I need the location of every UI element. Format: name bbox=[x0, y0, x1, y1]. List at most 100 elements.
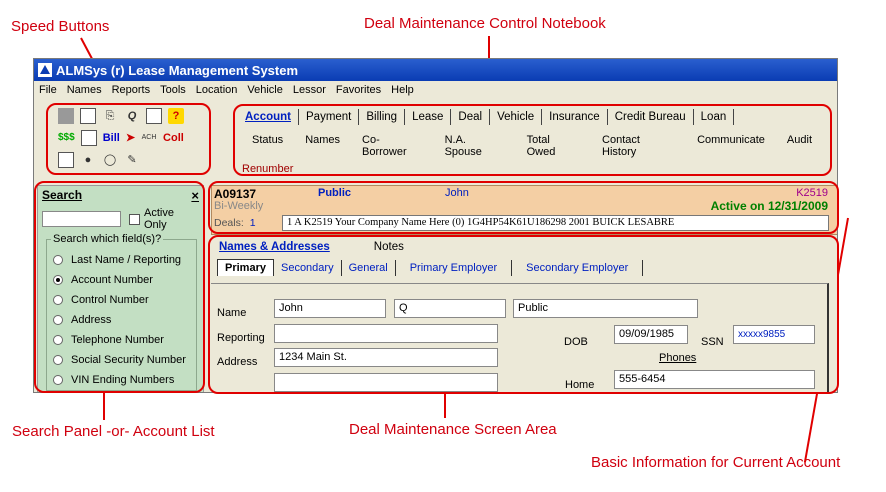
speed-buttons-panel: ⎘ Q ? $$$ Bill ➤ ACH Coll ● ◯ ✎ bbox=[48, 105, 212, 177]
watch-icon[interactable]: ◯ bbox=[103, 154, 117, 166]
subitem-contact-history[interactable]: Contact History bbox=[602, 134, 640, 158]
radio-control-number[interactable]: Control Number bbox=[47, 290, 196, 310]
save-icon[interactable] bbox=[58, 108, 74, 124]
radio-label: VIN Ending Numbers bbox=[71, 374, 175, 386]
deal-list[interactable]: 1 A K2519 Your Company Name Here (0) 1G4… bbox=[282, 215, 829, 231]
reporting-field[interactable] bbox=[274, 324, 498, 343]
radio-label: Last Name / Reporting bbox=[71, 254, 182, 266]
search-panel: Search × Active Only Search which field(… bbox=[37, 185, 204, 392]
tab-vehicle[interactable]: Vehicle bbox=[490, 109, 543, 125]
tab-loan[interactable]: Loan bbox=[694, 109, 735, 125]
menu-vehicle[interactable]: Vehicle bbox=[247, 84, 283, 96]
subitem-co-borrower[interactable]: Co-Borrower bbox=[362, 134, 407, 158]
documents-icon[interactable] bbox=[80, 130, 97, 146]
deals-row: Deals: 1 bbox=[214, 217, 256, 229]
last-name-field[interactable]: Public bbox=[513, 299, 698, 318]
radio-address[interactable]: Address bbox=[47, 310, 196, 330]
tab-deal[interactable]: Deal bbox=[451, 109, 491, 125]
notes-icon[interactable]: ✎ bbox=[127, 154, 137, 166]
renumber-link[interactable]: Renumber bbox=[242, 163, 294, 175]
menu-favorites[interactable]: Favorites bbox=[335, 84, 382, 96]
subtab-general[interactable]: General bbox=[342, 260, 396, 276]
tab-insurance[interactable]: Insurance bbox=[542, 109, 608, 125]
radio-button[interactable] bbox=[53, 275, 63, 285]
tab-billing[interactable]: Billing bbox=[359, 109, 406, 125]
close-icon[interactable]: × bbox=[191, 188, 199, 203]
dob-field[interactable]: 09/09/1985 bbox=[614, 325, 688, 344]
tab-lease[interactable]: Lease bbox=[405, 109, 452, 125]
home-phone-field[interactable]: 555-6454 bbox=[614, 370, 815, 389]
ach-icon[interactable]: ACH bbox=[141, 134, 157, 141]
subitem-names[interactable]: Names bbox=[305, 134, 341, 146]
menu-names[interactable]: Names bbox=[66, 84, 102, 96]
subitem-na-spouse[interactable]: N.A. Spouse bbox=[444, 134, 482, 158]
subitem-status[interactable]: Status bbox=[252, 134, 284, 146]
dob-label: DOB bbox=[564, 336, 588, 348]
subitem-total-owed[interactable]: Total Owed bbox=[526, 134, 556, 158]
home-phone-label: Home bbox=[565, 379, 595, 391]
ssn-label: SSN bbox=[701, 336, 724, 348]
new-doc-icon[interactable] bbox=[80, 108, 96, 124]
radio-button[interactable] bbox=[53, 295, 63, 305]
subitem-communicate[interactable]: Communicate bbox=[697, 134, 765, 146]
tab-credit-bureau[interactable]: Credit Bureau bbox=[608, 109, 694, 125]
search-fields-group: Search which field(s)? Last Name / Repor… bbox=[46, 233, 197, 391]
search-input[interactable] bbox=[42, 211, 122, 227]
active-only-label: Active Only bbox=[144, 207, 174, 231]
ssn-field[interactable]: xxxxx9855 bbox=[733, 325, 815, 344]
schedule-icon[interactable] bbox=[58, 152, 74, 168]
radio-label: Account Number bbox=[71, 274, 153, 286]
radio-label: Telephone Number bbox=[71, 334, 164, 346]
subtab-primary[interactable]: Primary bbox=[217, 259, 274, 276]
names-addresses-link[interactable]: Names & Addresses bbox=[219, 241, 330, 253]
subtab-secondary-employer[interactable]: Secondary Employer bbox=[512, 260, 644, 276]
radio-button[interactable] bbox=[53, 355, 63, 365]
subtab-primary-employer[interactable]: Primary Employer bbox=[396, 260, 513, 276]
menu-file[interactable]: File bbox=[39, 84, 57, 96]
address-line1-field[interactable]: 1234 Main St. bbox=[274, 348, 498, 367]
people-icon[interactable]: ● bbox=[84, 154, 92, 166]
deals-count: 1 bbox=[249, 217, 256, 229]
account-number: A09137 bbox=[214, 187, 257, 201]
radio-button[interactable] bbox=[53, 375, 63, 385]
radio-button[interactable] bbox=[53, 335, 63, 345]
radio-telephone[interactable]: Telephone Number bbox=[47, 330, 196, 350]
payment-frequency: Bi-Weekly bbox=[214, 200, 264, 212]
primary-form: Name John Q Public Reporting Address 123… bbox=[211, 283, 829, 392]
radio-button[interactable] bbox=[53, 255, 63, 265]
menu-reports[interactable]: Reports bbox=[111, 84, 151, 96]
money-button[interactable]: $$$ bbox=[58, 132, 75, 143]
card-icon[interactable] bbox=[146, 108, 162, 124]
radio-ssn[interactable]: Social Security Number bbox=[47, 350, 196, 370]
radio-account-number[interactable]: Account Number bbox=[47, 270, 196, 290]
print-icon[interactable]: ⎘ bbox=[105, 110, 115, 122]
help-icon[interactable]: ? bbox=[168, 108, 184, 124]
notes-link[interactable]: Notes bbox=[373, 241, 404, 253]
coll-button[interactable]: Coll bbox=[163, 132, 184, 144]
address-label: Address bbox=[217, 356, 258, 368]
query-icon[interactable]: Q bbox=[127, 110, 137, 122]
arrow-doc-icon[interactable]: ➤ bbox=[125, 132, 136, 144]
address-line2-field[interactable] bbox=[274, 373, 498, 392]
tab-account[interactable]: Account bbox=[238, 109, 299, 125]
bill-button[interactable]: Bill bbox=[102, 132, 120, 144]
menu-help[interactable]: Help bbox=[391, 84, 414, 96]
control-notebook: Account Payment Billing Lease Deal Vehic… bbox=[234, 105, 834, 177]
tab-payment[interactable]: Payment bbox=[299, 109, 360, 125]
first-name-field[interactable]: John bbox=[274, 299, 386, 318]
title-bar: ALMSys (r) Lease Management System bbox=[34, 59, 837, 81]
radio-vin[interactable]: VIN Ending Numbers bbox=[47, 370, 196, 390]
menu-location[interactable]: Location bbox=[195, 84, 238, 96]
subtab-secondary[interactable]: Secondary bbox=[274, 260, 342, 276]
speed-buttons-frame bbox=[46, 103, 211, 175]
active-only-checkbox[interactable] bbox=[129, 213, 140, 225]
leader-line bbox=[103, 393, 105, 420]
radio-button[interactable] bbox=[53, 315, 63, 325]
menu-tools[interactable]: Tools bbox=[160, 84, 186, 96]
radio-last-name[interactable]: Last Name / Reporting bbox=[47, 250, 196, 270]
callout-screen-area: Deal Maintenance Screen Area bbox=[349, 421, 557, 438]
account-info-panel: A09137 Public John K2519 Bi-Weekly Activ… bbox=[211, 185, 837, 235]
menu-lessor[interactable]: Lessor bbox=[292, 84, 326, 96]
middle-name-field[interactable]: Q bbox=[394, 299, 506, 318]
subitem-audit[interactable]: Audit bbox=[786, 134, 812, 146]
